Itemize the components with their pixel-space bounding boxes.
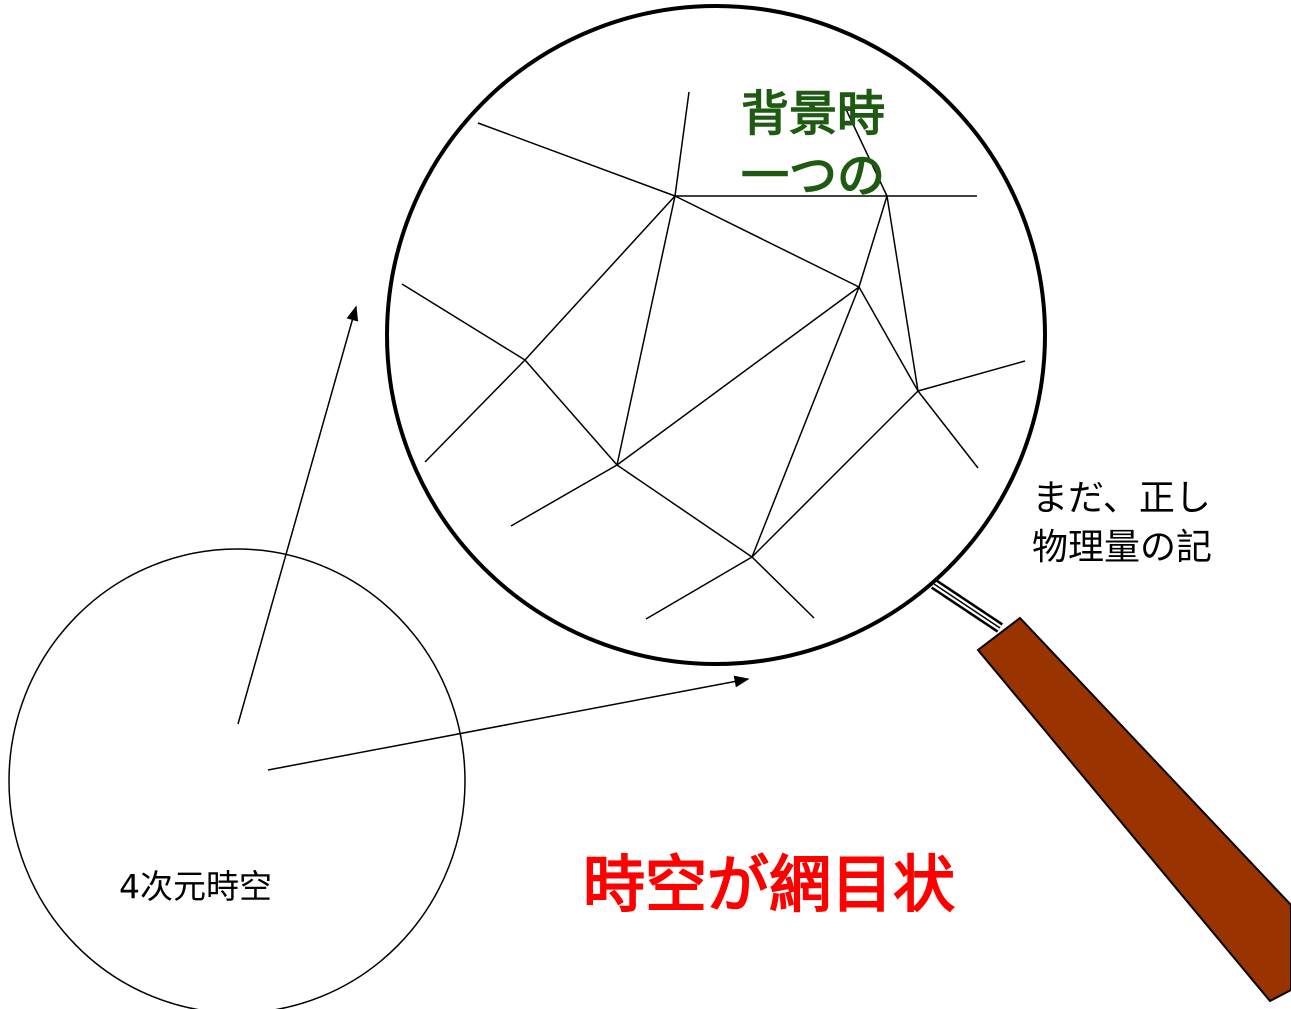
arrow-right (267, 675, 750, 771)
arrow-up (237, 305, 359, 725)
small-spacetime-circle (8, 548, 466, 1009)
spacetime-network (401, 91, 1026, 620)
green-heading-line-2: 一つの (741, 148, 886, 204)
note-line-2: 物理量の記 (1032, 527, 1213, 568)
magnifier-handle (930, 579, 1291, 1003)
small-circle-label: 4次元時空 (119, 867, 272, 906)
spacetime-mesh-title: 時空が網目状 (583, 848, 956, 921)
note-line-1: まだ、正し (1032, 478, 1211, 519)
green-heading-line-1: 背景時 (741, 86, 886, 142)
magnifier-lens-rim (385, 4, 1047, 666)
